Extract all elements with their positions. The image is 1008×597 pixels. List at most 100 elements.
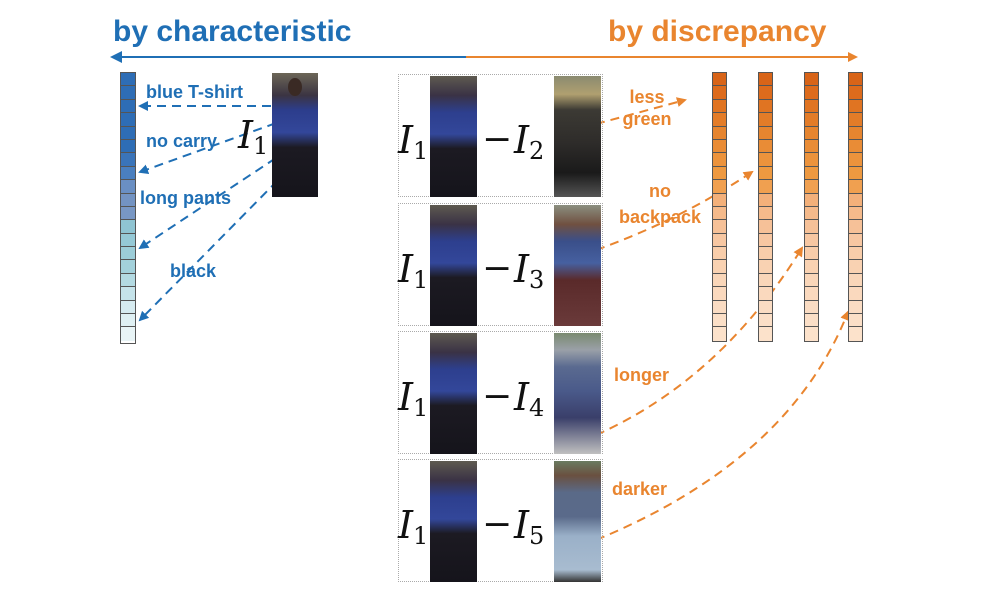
pair-3-minus: −	[482, 376, 513, 417]
feature-cell	[805, 139, 818, 154]
anchor-person-image	[272, 73, 318, 197]
feature-cell	[713, 73, 726, 87]
feature-cell	[849, 260, 862, 274]
pair-4-a-image	[430, 461, 477, 582]
feature-cell	[713, 300, 726, 315]
pair-box-3	[398, 331, 603, 454]
arrow-no-backpack	[595, 170, 754, 251]
feature-cell	[759, 166, 772, 181]
feature-cell	[759, 247, 772, 261]
feature-cell	[805, 126, 818, 140]
pair-3-b-image	[554, 333, 601, 454]
pair-box-1	[398, 74, 603, 197]
feature-cell	[849, 126, 862, 140]
feature-cell	[713, 260, 726, 274]
feature-cell	[713, 113, 726, 127]
feature-cell	[805, 99, 818, 114]
arrow-longer	[595, 246, 804, 436]
feature-cell	[759, 113, 772, 127]
feature-cell	[849, 247, 862, 261]
title-by-characteristic: by characteristic	[113, 15, 352, 48]
feature-cell	[849, 166, 862, 181]
feature-cell	[713, 206, 726, 221]
pair-3-b-label: I4	[514, 375, 545, 422]
feature-cell	[759, 99, 772, 114]
pair-4-b-image	[554, 461, 601, 582]
feature-cell	[805, 113, 818, 127]
pair-2-a-label: I1	[398, 247, 429, 294]
feature-cell	[759, 314, 772, 328]
feature-cell	[805, 314, 818, 328]
feature-cell	[849, 180, 862, 194]
feature-cell	[759, 153, 772, 167]
feature-cell	[713, 220, 726, 234]
feature-cell	[849, 273, 862, 288]
feature-cell	[805, 300, 818, 315]
feature-cell	[805, 287, 818, 301]
feature-cell	[759, 233, 772, 248]
feature-cell	[805, 220, 818, 234]
feature-cell	[759, 180, 772, 194]
pair-1-minus: −	[482, 119, 513, 160]
feature-cell	[759, 139, 772, 154]
feature-cell	[759, 73, 772, 87]
feature-cell	[713, 180, 726, 194]
attr-no-carry: no carry	[146, 131, 218, 151]
feature-cell	[849, 327, 862, 341]
discrepancy-bar-4	[848, 72, 863, 342]
pair-1-b-label: I2	[514, 118, 545, 165]
pair-1-b-image	[554, 76, 601, 197]
feature-cell	[805, 233, 818, 248]
feature-cell	[759, 327, 772, 341]
feature-cell	[759, 273, 772, 288]
discrepancy-bar-1	[712, 72, 727, 342]
anchor-label: I1	[238, 113, 269, 160]
feature-cell	[805, 193, 818, 207]
feature-cell	[759, 86, 772, 100]
feature-cell	[805, 327, 818, 341]
characteristic-feature-bar	[120, 72, 136, 344]
feature-cell	[713, 139, 726, 154]
feature-cell	[805, 273, 818, 288]
feature-cell	[713, 314, 726, 328]
attr-long-pants: long pants	[140, 188, 231, 208]
pair-4-b-label: I5	[514, 503, 545, 550]
feature-cell	[759, 260, 772, 274]
feature-cell	[849, 86, 862, 100]
feature-cell	[849, 206, 862, 221]
feature-cell	[849, 193, 862, 207]
pair-1-a-image	[430, 76, 477, 197]
feature-cell	[713, 153, 726, 167]
feature-cell	[713, 273, 726, 288]
feature-cell	[713, 233, 726, 248]
feature-cell	[759, 220, 772, 234]
arrow-no-carry	[138, 117, 291, 174]
pair-1-a-label: I1	[398, 118, 429, 165]
feature-cell	[759, 193, 772, 207]
feature-cell	[759, 300, 772, 315]
feature-cell	[713, 99, 726, 114]
feature-cell	[713, 166, 726, 181]
feature-cell	[805, 247, 818, 261]
disc-longer: longer	[614, 365, 670, 385]
title-by-discrepancy: by discrepancy	[608, 15, 827, 48]
discrepancy-bar-3	[804, 72, 819, 342]
feature-cell	[805, 86, 818, 100]
arrow-less-green	[595, 97, 687, 125]
feature-cell	[849, 99, 862, 114]
pair-2-minus: −	[482, 248, 513, 289]
feature-cell	[713, 126, 726, 140]
pair-4-minus: −	[482, 504, 513, 545]
feature-cell	[849, 300, 862, 315]
pair-box-2	[398, 203, 603, 326]
feature-cell	[805, 73, 818, 87]
pair-box-4	[398, 459, 603, 582]
arrow-black	[138, 169, 289, 322]
feature-cell	[805, 260, 818, 274]
pair-2-b-image	[554, 205, 601, 326]
feature-cell	[713, 327, 726, 341]
feature-cell	[849, 287, 862, 301]
feature-cell	[849, 314, 862, 328]
feature-cell	[849, 139, 862, 154]
